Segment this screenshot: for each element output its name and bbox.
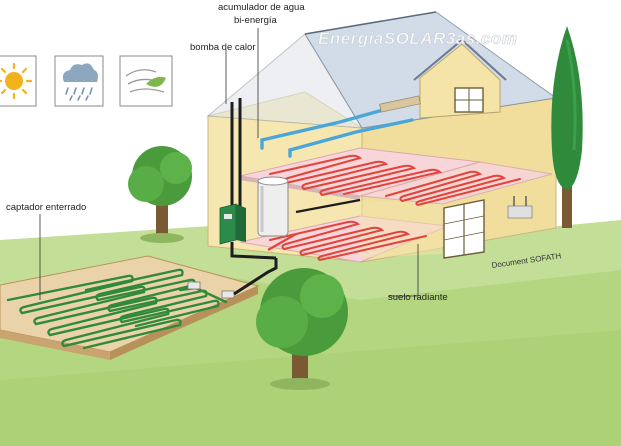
rain-cloud-icon xyxy=(55,56,103,106)
watermark: EnergiaSOLAR3as.com xyxy=(318,29,517,48)
radiant-floor-label: suelo radiante xyxy=(388,292,448,303)
water-tank xyxy=(258,177,288,236)
wind-leaf-icon xyxy=(120,56,172,106)
heat-pump-label: bomba de calor xyxy=(190,42,255,53)
ground-collector-label: captador enterrado xyxy=(6,202,86,213)
water-tank-label: acumulador de agua xyxy=(218,2,305,13)
sun-icon xyxy=(0,56,36,106)
water-tank-sublabel: bi-energía xyxy=(234,15,277,26)
glass-door xyxy=(444,200,484,258)
heat-pump-unit xyxy=(220,204,246,244)
